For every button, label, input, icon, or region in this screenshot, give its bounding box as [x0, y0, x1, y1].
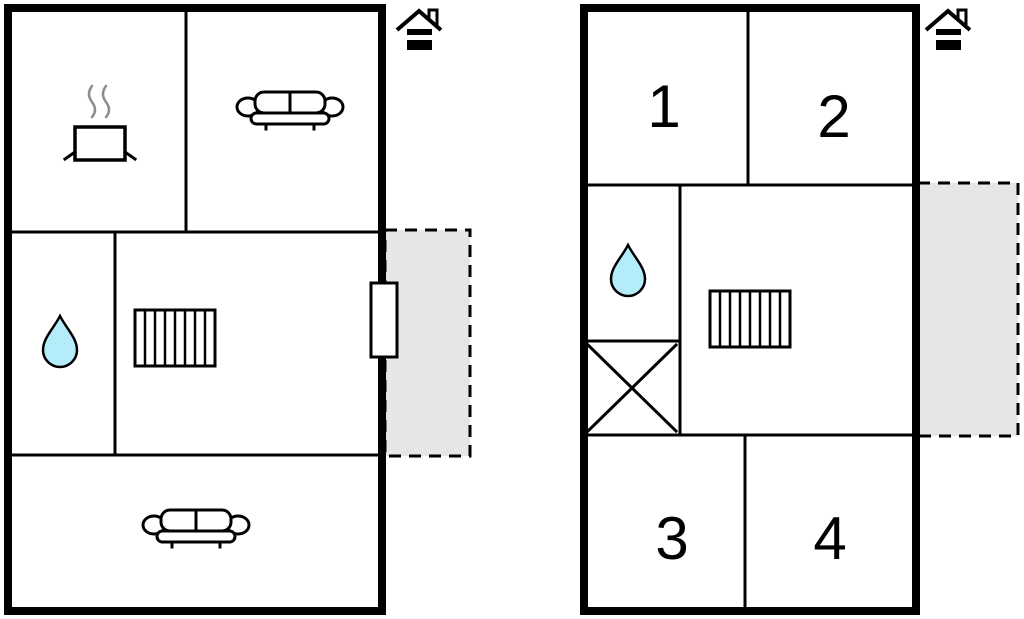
right-floor-plan: 1 2 3 4: [580, 4, 920, 615]
terrace-right: [916, 181, 1020, 438]
sofa-icon: [235, 90, 345, 131]
house-icon: [924, 8, 972, 52]
door-window: [369, 281, 399, 359]
room-label-4: 4: [813, 505, 846, 572]
cross-icon: [585, 342, 679, 434]
interior-walls-right: [582, 6, 918, 613]
steam-line: [101, 84, 111, 119]
interior-walls-left: [6, 6, 384, 457]
stairs-icon: [708, 289, 792, 349]
house-icon: [395, 8, 443, 52]
cooking-pot-icon: [62, 84, 138, 162]
sofa-icon: [141, 508, 251, 549]
room-label-3: 3: [655, 505, 688, 572]
left-floor-plan: [4, 4, 399, 615]
room-label-1: 1: [647, 73, 680, 140]
room-label-2: 2: [817, 83, 850, 150]
stairs-icon: [133, 308, 217, 368]
steam-line: [87, 84, 97, 119]
